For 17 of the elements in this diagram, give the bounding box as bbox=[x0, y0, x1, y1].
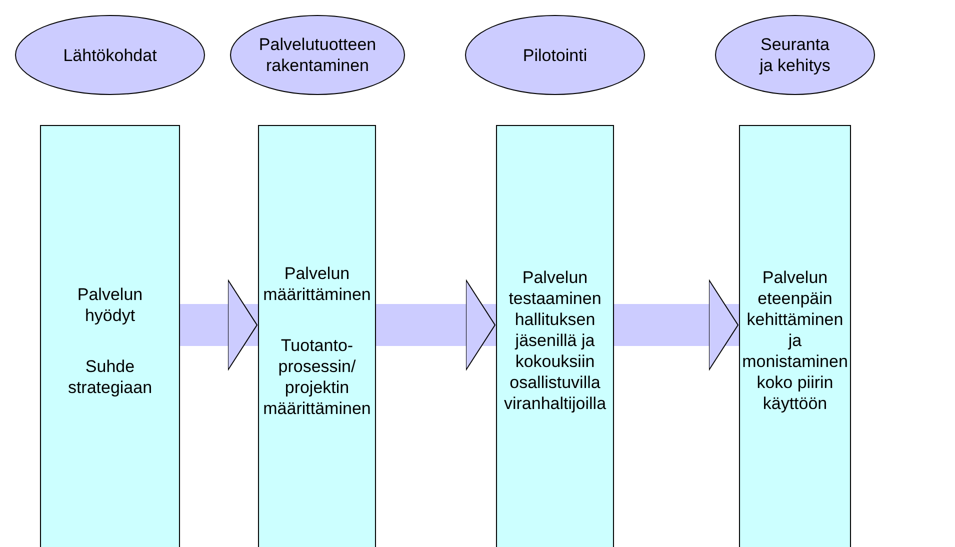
node-text: Palvelun määrittäminen bbox=[262, 262, 372, 304]
node-text: Palvelun eteenpäin kehittäminen ja monistaminen koko piirin käyttöön bbox=[741, 267, 849, 414]
column-panel bbox=[258, 125, 376, 547]
node-text: Tuotanto- prosessin/ projektin määrittäminen bbox=[262, 334, 372, 418]
node-text: Palvelun hyödyt bbox=[76, 284, 144, 326]
column-panel bbox=[496, 125, 614, 547]
node-text: Pilotointi bbox=[522, 44, 588, 66]
column-panel bbox=[739, 125, 851, 547]
column-panel bbox=[40, 125, 180, 547]
node-text: Lähtökohdat bbox=[63, 44, 157, 66]
block-arrow bbox=[614, 280, 739, 370]
node-text: Seuranta ja kehitys bbox=[758, 34, 832, 76]
node-text: Palvelun testaaminen hallituksen jäsenillä ja kokouksiin osallistuvilla viranhaltijoilla bbox=[502, 267, 608, 414]
node-text: Palvelutuotteen rakentaminen bbox=[258, 34, 376, 76]
block-arrow bbox=[180, 280, 258, 370]
block-arrow bbox=[376, 280, 496, 370]
node-text: Suhde strategiaan bbox=[66, 356, 154, 398]
